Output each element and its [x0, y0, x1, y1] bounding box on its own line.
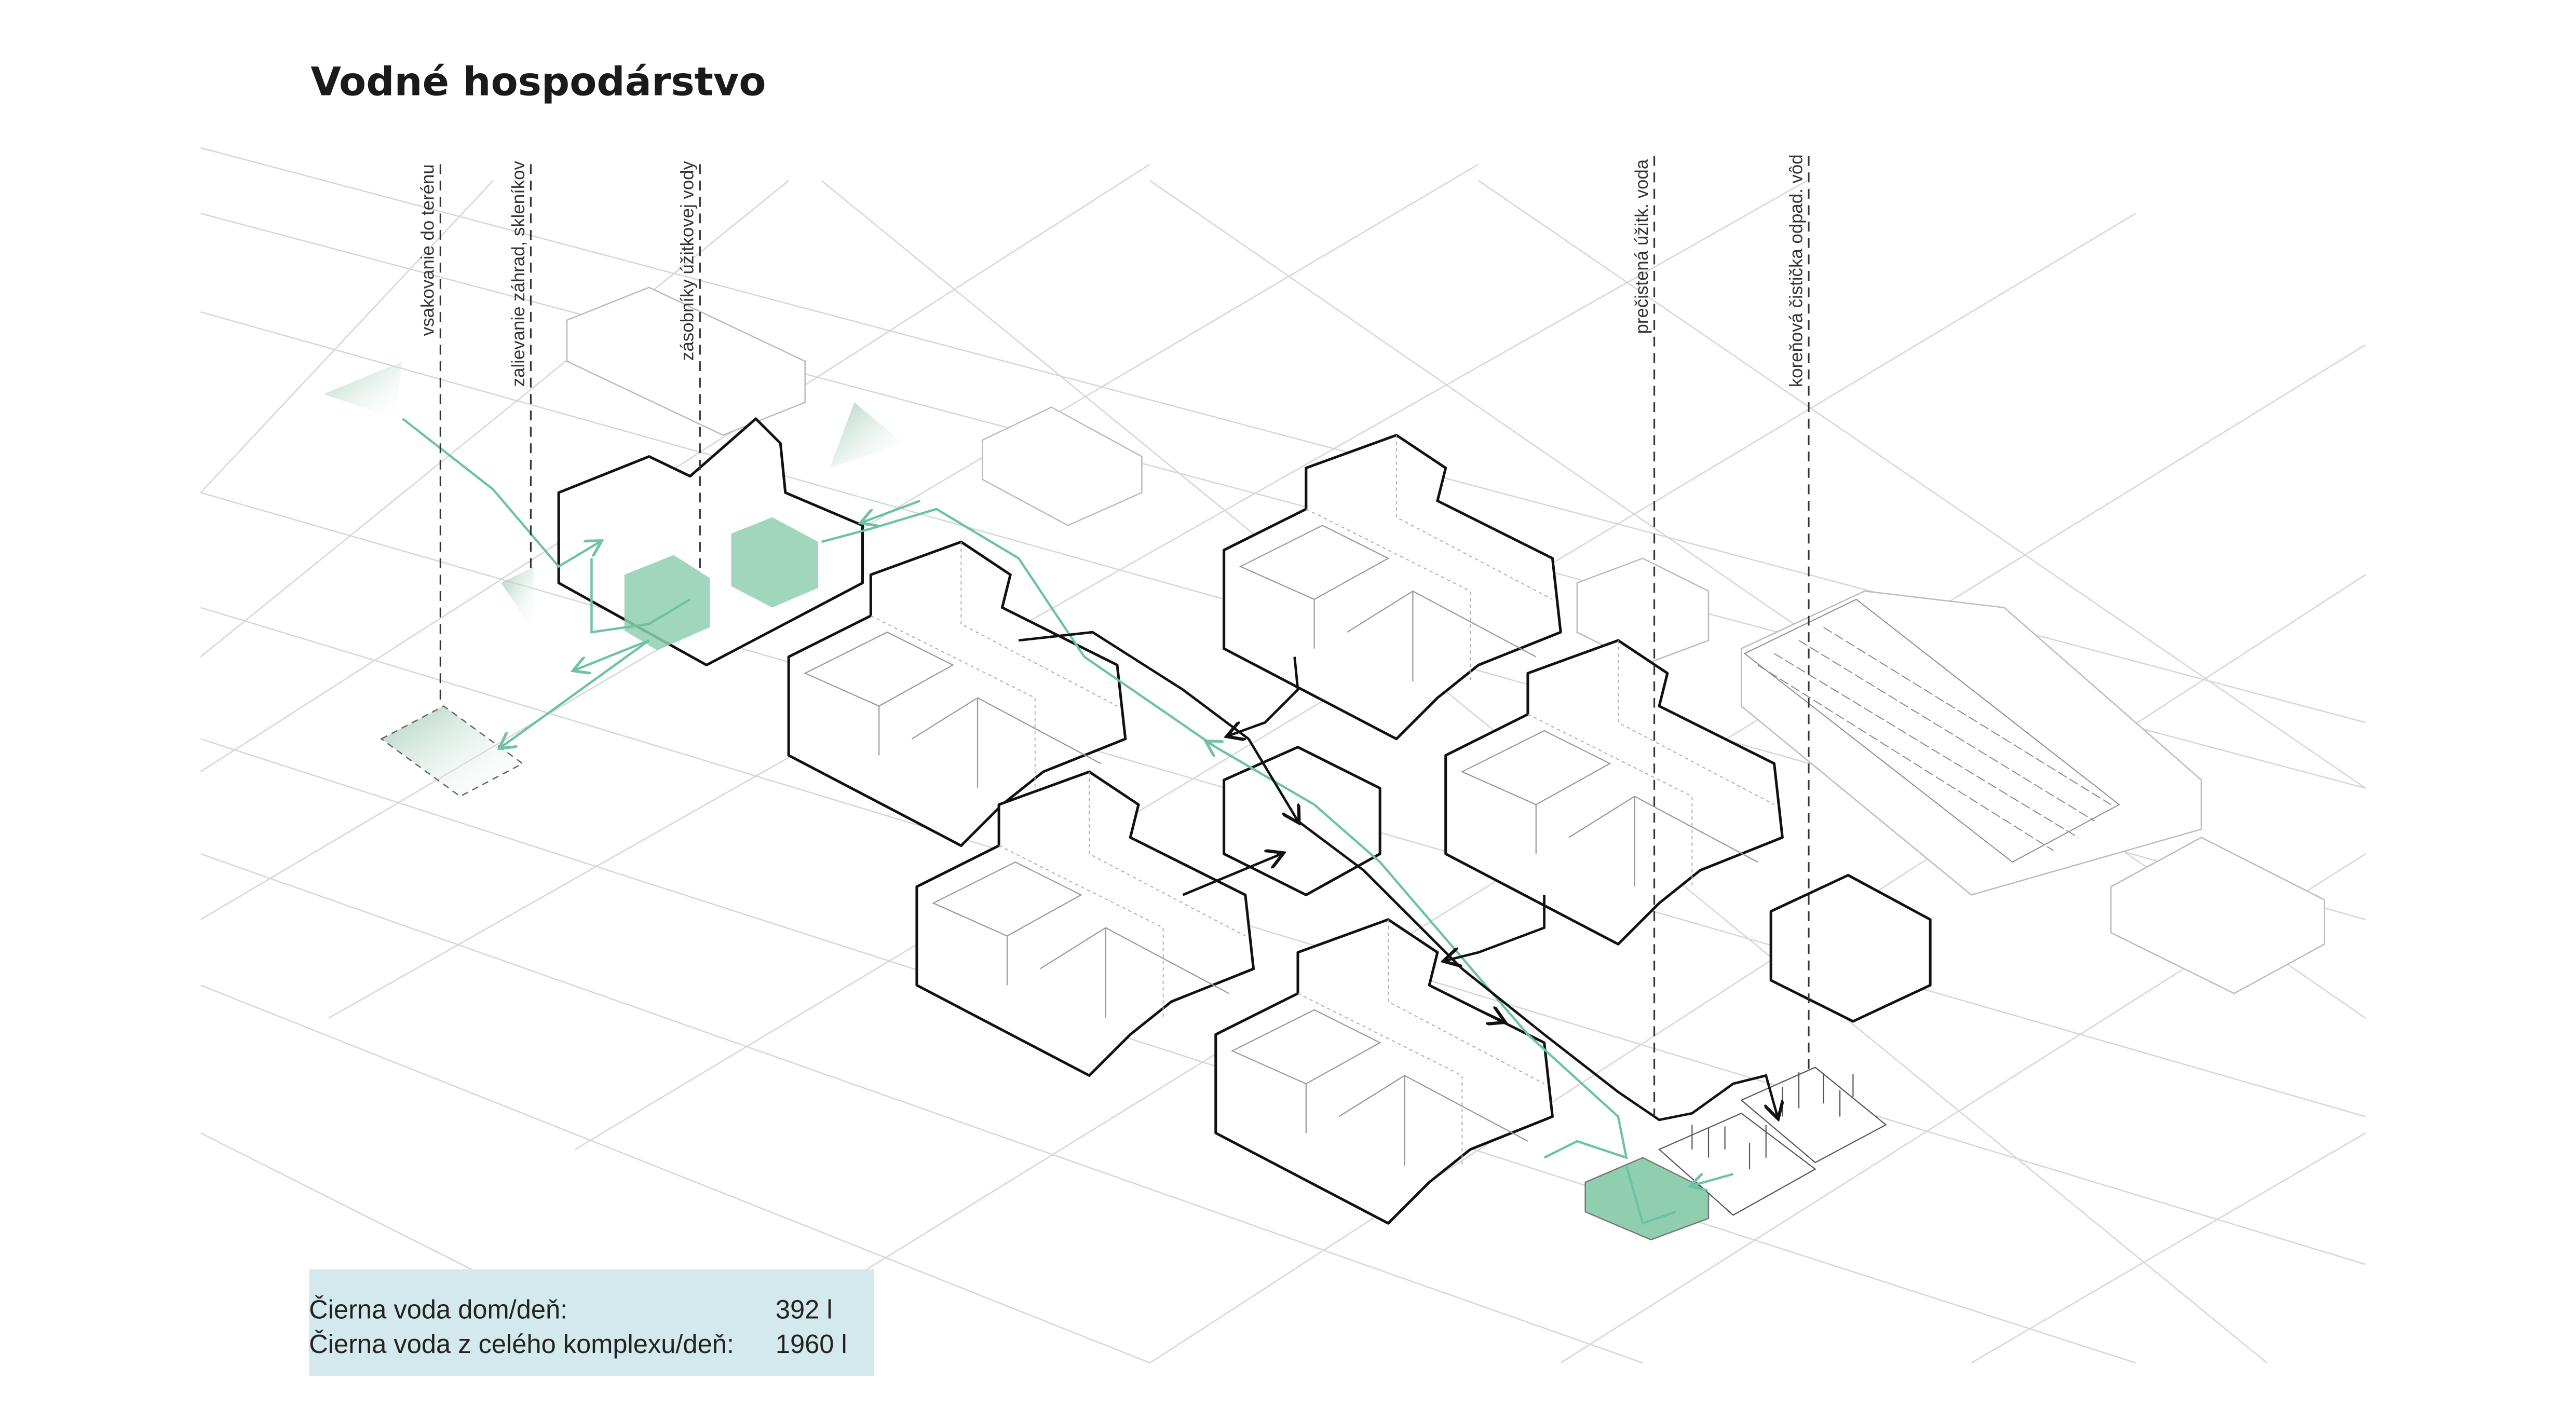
- info-box: Čierna voda dom/deň: 392 l Čierna voda z…: [309, 1269, 874, 1376]
- treated-water-tank: [1584, 1157, 1710, 1241]
- house-5: [1216, 920, 1553, 1223]
- water-tank-2: [731, 517, 819, 608]
- spray-cone: [830, 402, 904, 468]
- label-reed-bed: koreňová čistička odpad. vôd: [1786, 154, 1806, 387]
- label-irrigation: zalievanie záhrad, skleníkov: [508, 160, 528, 387]
- info-box-background: [309, 1269, 874, 1376]
- label-infiltration: vsakovanie do terénu: [418, 164, 438, 336]
- spray-cone: [501, 566, 534, 633]
- annotation-labels: vsakovanie do terénu zalievanie záhrad, …: [418, 154, 1810, 1117]
- info-label-complex: Čierna voda z celého komplexu/deň:: [309, 1329, 734, 1359]
- reed-bed-treatment: [1658, 1066, 1887, 1216]
- service-building: [1769, 873, 1932, 1023]
- label-storage-tanks: zásobníky úžitkovej vody: [677, 160, 698, 360]
- house-3: [1446, 640, 1783, 944]
- spray-cone: [323, 361, 403, 419]
- context-buildings: [566, 286, 2325, 994]
- info-value-complex: 1960 l: [776, 1329, 847, 1359]
- water-tank-1: [624, 555, 710, 650]
- black-water-paths: [1018, 631, 1778, 1120]
- page-title: Vodné hospodárstvo: [310, 59, 766, 105]
- green-water-paths: [402, 418, 1734, 1225]
- info-label-house: Čierna voda dom/deň:: [309, 1295, 567, 1324]
- infiltration-area: [380, 705, 524, 798]
- solar-panel-field: [1743, 598, 2120, 863]
- label-treated-water: prečistená úžitk. voda: [1632, 159, 1652, 334]
- central-building: [1223, 746, 1381, 896]
- houses: [557, 417, 1932, 1223]
- info-value-house: 392 l: [776, 1295, 833, 1324]
- house-1: [1224, 435, 1561, 739]
